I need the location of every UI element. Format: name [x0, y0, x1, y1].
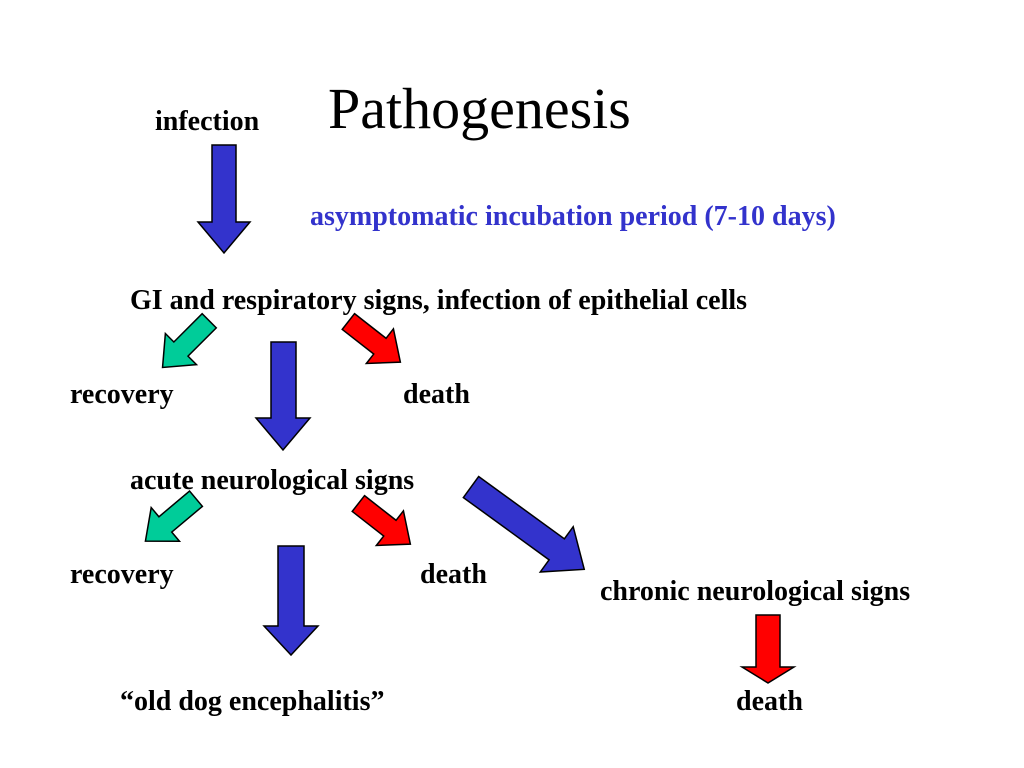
node-old-dog-encephalitis: “old dog encephalitis” — [120, 686, 385, 717]
arrow-chronic-to-death — [739, 614, 797, 684]
arrow-acute-to-old-dog — [262, 545, 320, 657]
node-death-2: death — [420, 559, 487, 590]
arrow-gi-to-acute — [254, 341, 312, 452]
arrow-gi-to-recovery — [161, 312, 218, 369]
node-acute-neurological-signs: acute neurological signs — [130, 465, 415, 496]
node-death-1: death — [403, 379, 470, 410]
node-chronic-neurological-signs: chronic neurological signs — [600, 576, 911, 607]
node-recovery-1: recovery — [70, 379, 174, 410]
slide-title: Pathogenesis — [328, 76, 631, 141]
arrow-infection-to-gi — [196, 144, 252, 255]
node-infection: infection — [155, 106, 260, 137]
node-death-3: death — [736, 686, 803, 717]
node-gi-respiratory-signs: GI and respiratory signs, infection of e… — [130, 285, 748, 316]
arrow-acute-to-death — [351, 494, 412, 547]
incubation-note: asymptomatic incubation period (7-10 day… — [310, 201, 836, 232]
node-recovery-2: recovery — [70, 559, 174, 590]
arrow-acute-to-recovery — [144, 489, 204, 543]
arrow-acute-to-chronic — [462, 475, 586, 573]
arrow-gi-to-death — [341, 312, 402, 365]
